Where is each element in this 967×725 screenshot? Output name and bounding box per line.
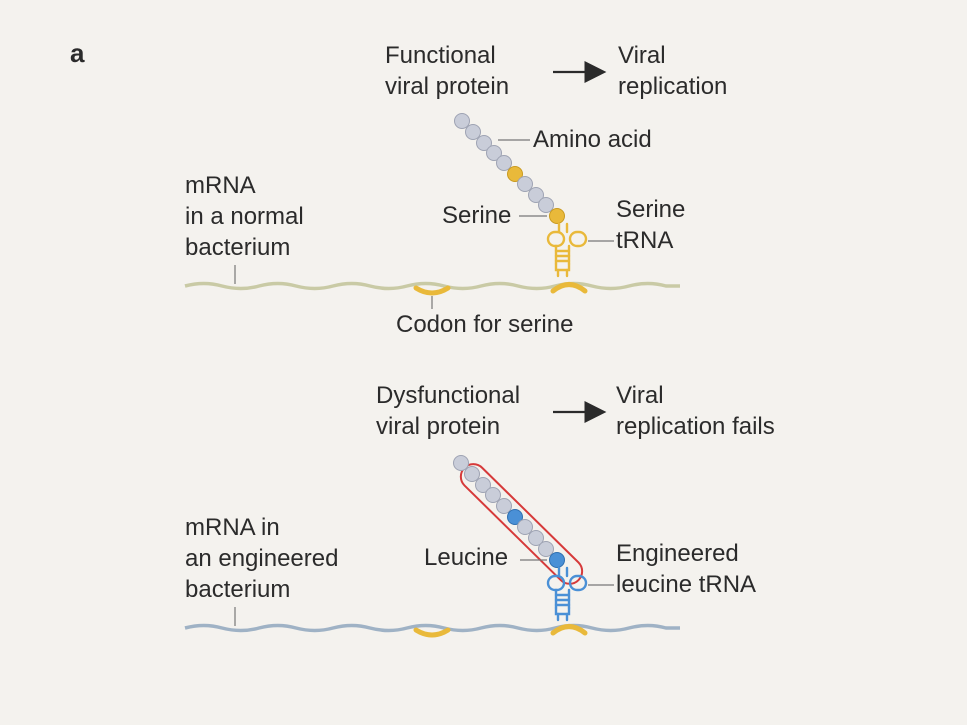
- serine-codon-mark: [413, 627, 451, 638]
- bottom-outcome-label: Viral replication fails: [616, 382, 775, 440]
- amino-acid-bead: [517, 176, 533, 192]
- serine-bead: [549, 208, 565, 224]
- leucine-bead: [549, 552, 565, 568]
- leucine-label: Leucine: [424, 544, 509, 571]
- bottom-mrna-label: mRNA in an engineered bacterium: [185, 514, 339, 603]
- mrna-normal-strand: [184, 281, 680, 291]
- leucine-trna-label: Engineered leucine tRNA: [616, 540, 757, 598]
- amino-acid-bead: [517, 519, 533, 535]
- top-protein-label: Functional viral protein: [385, 42, 510, 100]
- amino-acid-label: Amino acid: [533, 126, 652, 153]
- amino-acid-bead: [465, 124, 481, 140]
- amino-acid-bead: [476, 135, 492, 151]
- amino-acid-bead: [464, 466, 480, 482]
- top-protein-chain: [454, 113, 565, 224]
- leucine-bead: [507, 509, 523, 525]
- serine-label: Serine: [442, 202, 512, 229]
- amino-acid-bead: [485, 487, 501, 503]
- mrna-engineered-strand: [184, 623, 680, 633]
- amino-acid-bead: [528, 530, 544, 546]
- amino-acid-bead: [496, 498, 512, 514]
- ribosome-codon-mark: [550, 282, 588, 294]
- bottom-protein-label: Dysfunctional viral protein: [376, 382, 521, 440]
- amino-acid-bead: [538, 197, 554, 213]
- amino-acid-bead: [475, 477, 491, 493]
- amino-acid-bead: [528, 187, 544, 203]
- leucine-trna-icon: [546, 566, 588, 622]
- serine-trna-label: Serine tRNA: [616, 196, 686, 254]
- serine-codon-mark: [413, 285, 451, 296]
- amino-acid-bead: [538, 541, 554, 557]
- amino-acid-bead: [496, 155, 512, 171]
- bottom-protein-chain: [453, 455, 584, 585]
- amino-acid-bead: [486, 145, 502, 161]
- top-mrna-label: mRNA in a normal bacterium: [185, 172, 304, 261]
- top-outcome-label: Viral replication: [618, 42, 728, 100]
- amino-acid-bead: [454, 113, 470, 129]
- serine-bead: [507, 166, 523, 182]
- codon-label: Codon for serine: [396, 311, 574, 338]
- amino-acid-bead: [453, 455, 469, 471]
- panel-letter: a: [70, 38, 85, 68]
- serine-trna-icon: [546, 222, 588, 278]
- ribosome-codon-mark: [550, 624, 588, 636]
